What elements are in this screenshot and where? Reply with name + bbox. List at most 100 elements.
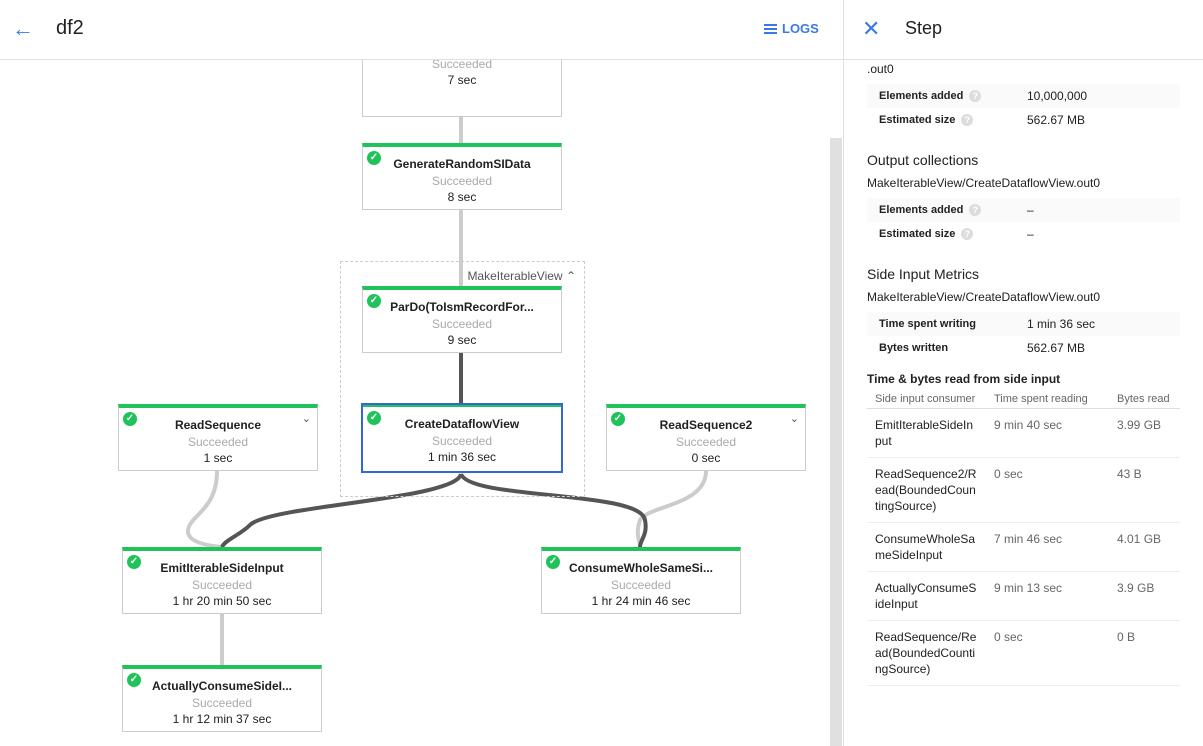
time-cell: 7 min 46 sec: [986, 522, 1109, 572]
metric-value: 1 min 36 sec: [1027, 317, 1096, 331]
side-input-metrics-heading: Side Input Metrics: [867, 266, 980, 282]
input-collection-name: .out0: [867, 62, 894, 76]
node-name: EmitIterableSideInput: [160, 561, 284, 575]
node-name: ParDo(ToIsmRecordFor...: [390, 300, 534, 314]
header: ← df2 LOGS: [0, 0, 843, 60]
node-name: GenerateRandomSIData: [393, 157, 531, 171]
metric-label: Elements added: [879, 90, 964, 102]
consumer-cell: ReadSequence/Read(BoundedCountingSource): [867, 620, 986, 686]
metric-value: 562.67 MB: [1027, 341, 1086, 355]
time-cell: 9 min 40 sec: [986, 408, 1109, 458]
side-input-metrics: Time spent writing 1 min 36 sec Bytes wri…: [867, 312, 1180, 360]
edge: [186, 470, 223, 549]
output-collection-name: MakeIterableView/CreateDataflowView.out0: [867, 176, 1101, 190]
node-name: CreateDataflowView: [404, 417, 520, 431]
side-input-read-table: Side input consumer Time spent reading B…: [867, 390, 1180, 686]
output-metrics: Elements added? – Estimated size? –: [867, 198, 1180, 246]
panel-body[interactable]: .out0 Elements added? 10,000,000 Estimate…: [867, 62, 1180, 686]
composite-group-make-iterable-view[interactable]: MakeIterableView ⌃: [340, 261, 585, 497]
check-circle-icon: ✓: [123, 412, 137, 426]
chevron-down-icon[interactable]: ⌄: [301, 413, 311, 425]
metric-value: –: [1027, 227, 1034, 241]
side-input-read-heading: Time & bytes read from side input: [867, 372, 1061, 386]
table-row: ReadSequence/Read(BoundedCountingSource)…: [867, 620, 1180, 686]
panel-header: ✕ Step: [844, 0, 1203, 60]
step-node[interactable]: Succeeded 7 sec: [362, 60, 562, 117]
consumer-cell: ReadSequence2/Read(BoundedCountingSource…: [867, 457, 986, 523]
metric-row: Elements added? –: [867, 198, 1180, 222]
bytes-cell: 3.99 GB: [1109, 408, 1180, 458]
back-arrow-icon[interactable]: ←: [12, 16, 34, 41]
edge: [635, 470, 708, 548]
side-input-name: MakeIterableView/CreateDataflowView.out0: [867, 290, 1101, 304]
node-status: Succeeded: [675, 435, 737, 449]
metric-row: Estimated size? 562.67 MB: [867, 108, 1180, 132]
metric-value: 562.67 MB: [1027, 113, 1086, 127]
step-node-read-sequence2[interactable]: ✓ ⌄ ReadSequence2 Succeeded 0 sec: [606, 404, 806, 471]
help-icon[interactable]: ?: [961, 228, 974, 240]
step-node-generate-random-si-data[interactable]: ✓ GenerateRandomSIData Succeeded 8 sec: [362, 143, 562, 210]
panel-divider: [843, 0, 844, 746]
metric-label: Time spent writing: [879, 318, 976, 330]
metric-value: 10,000,000: [1027, 89, 1088, 103]
node-status: Succeeded: [191, 578, 253, 592]
node-time: 0 sec: [691, 451, 721, 465]
node-time: 1 hr 24 min 46 sec: [591, 594, 691, 608]
group-label[interactable]: MakeIterableView ⌃: [467, 269, 576, 283]
step-node-consume-whole-same-side-input[interactable]: ✓ ConsumeWholeSameSi... Succeeded 1 hr 2…: [541, 547, 741, 614]
check-circle-icon: ✓: [367, 411, 381, 425]
metric-value: –: [1027, 203, 1034, 217]
metric-label: Estimated size: [879, 114, 956, 126]
chevron-down-icon[interactable]: ⌄: [789, 413, 799, 425]
help-icon[interactable]: ?: [969, 90, 982, 102]
input-metrics: Elements added? 10,000,000 Estimated size…: [867, 84, 1180, 132]
consumer-cell: EmitIterableSideInput: [867, 408, 986, 458]
consumer-cell: ActuallyConsumeSideInput: [867, 571, 986, 621]
edge: [220, 472, 463, 549]
graph-scrollbar[interactable]: [830, 138, 842, 746]
node-status: Succeeded: [187, 435, 249, 449]
node-time: 1 hr 12 min 37 sec: [172, 712, 272, 726]
panel-title: Step: [905, 18, 943, 38]
help-icon[interactable]: ?: [969, 204, 982, 216]
node-status: Succeeded: [191, 696, 253, 710]
step-node-emit-iterable-side-input[interactable]: ✓ EmitIterableSideInput Succeeded 1 hr 2…: [122, 547, 322, 614]
step-node-create-dataflow-view[interactable]: ✓ CreateDataflowView Succeeded 1 min 36 …: [361, 403, 563, 473]
node-time: 1 min 36 sec: [427, 450, 497, 464]
step-node-read-sequence[interactable]: ✓ ⌄ ReadSequence Succeeded 1 sec: [118, 404, 318, 471]
bytes-cell: 3.9 GB: [1109, 571, 1180, 621]
bytes-cell: 43 B: [1109, 457, 1180, 523]
metric-label: Estimated size: [879, 228, 956, 240]
step-panel: ✕ Step .out0 Elements added? 10,000,000 E…: [844, 0, 1203, 746]
node-name: ReadSequence: [174, 418, 262, 432]
check-circle-icon: ✓: [367, 151, 381, 165]
node-status: Succeeded: [431, 434, 493, 448]
metric-label: Bytes written: [879, 342, 949, 354]
time-cell: 9 min 13 sec: [986, 571, 1109, 621]
step-node-actually-consume-side-input[interactable]: ✓ ActuallyConsumeSideI... Succeeded 1 hr…: [122, 665, 322, 732]
metric-row: Bytes written 562.67 MB: [867, 336, 1180, 360]
column-header: Side input consumer: [867, 390, 986, 409]
graph-edges: [186, 90, 708, 665]
bytes-cell: 0 B: [1109, 620, 1180, 686]
node-name: ConsumeWholeSameSi...: [568, 561, 714, 575]
logs-label: LOGS: [782, 21, 819, 36]
metric-row: Time spent writing 1 min 36 sec: [867, 312, 1180, 336]
node-time: 1 hr 20 min 50 sec: [172, 594, 272, 608]
metric-label: Elements added: [879, 204, 964, 216]
help-icon[interactable]: ?: [961, 114, 974, 126]
step-node-pardo[interactable]: ✓ ParDo(ToIsmRecordFor... Succeeded 9 se…: [362, 286, 562, 353]
close-icon[interactable]: ✕: [862, 16, 881, 41]
check-circle-icon: ✓: [127, 555, 141, 569]
logs-button[interactable]: LOGS: [764, 21, 819, 36]
node-time: 1 sec: [203, 451, 233, 465]
check-circle-icon: ✓: [367, 294, 381, 308]
list-icon: [764, 23, 777, 34]
pipeline-graph[interactable]: MakeIterableView ⌃ Succeeded 7 sec ✓ Gen…: [0, 60, 843, 746]
consumer-cell: ConsumeWholeSameSideInput: [867, 522, 986, 572]
node-status: Succeeded: [431, 60, 493, 71]
node-name: ReadSequence2: [659, 418, 753, 432]
